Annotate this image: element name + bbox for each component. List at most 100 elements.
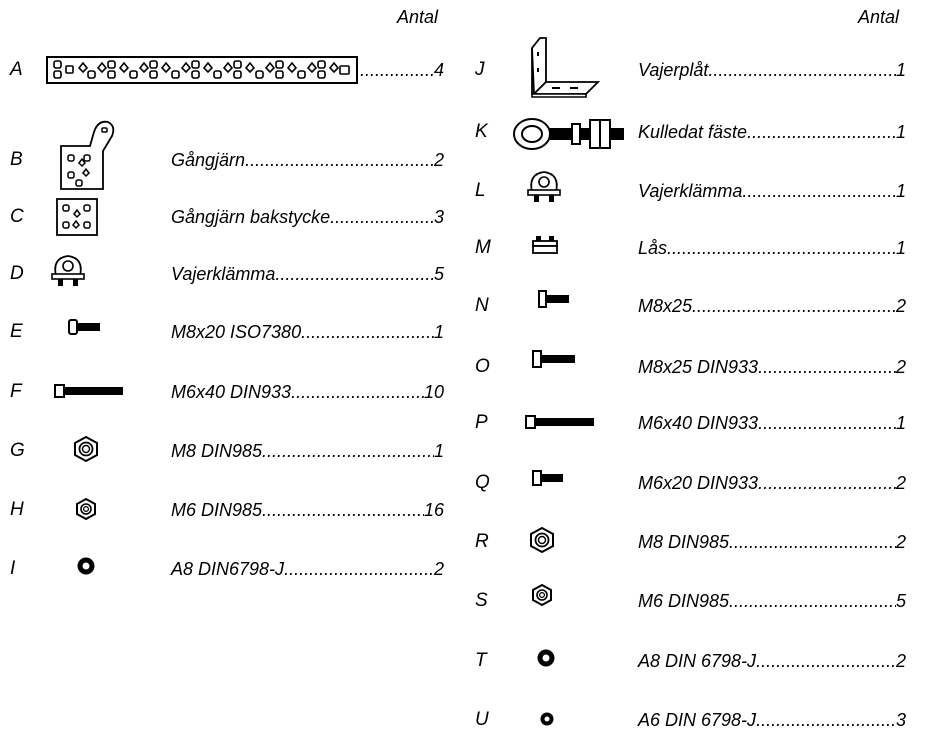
tooth-washer-icon [537,649,555,667]
wire-clamp-icon [51,255,85,286]
item-label-k: Kulledat fäste 1 [638,121,906,143]
item-letter-d: D [10,263,24,284]
item-label-j: Vajerplåt 1 [638,59,906,81]
item-quantity: 3 [895,710,906,730]
short-bolt-icon [532,470,563,486]
left-column-header: Antal [397,7,439,27]
wire-clamp-icon [527,171,561,202]
bolt-icon [532,350,575,368]
item-letter-s: S [475,590,488,611]
item-label-d: Vajerklämma 5 [171,263,444,285]
item-label-h: M6 DIN985 16 [171,499,444,521]
item-name: Gångjärn [171,150,246,170]
item-name: A8 DIN6798-J [171,559,285,579]
item-name: M6x40 DIN933 [638,413,759,433]
item-quantity: 1 [895,181,906,201]
item-name: Vajerklämma [171,264,276,284]
item-label-i: A8 DIN6798-J 2 [171,558,444,580]
item-name: Kulledat fäste [638,122,748,142]
item-letter-j: J [475,59,485,80]
item-letter-o: O [475,356,490,377]
item-quantity: 1 [433,322,444,342]
lock-icon [532,236,558,254]
item-letter-a: A [10,59,23,80]
item-name: A6 DIN 6798-J [638,710,757,730]
lock-nut-icon [530,526,554,554]
item-quantity: 2 [895,651,906,671]
hinge-back-plate-icon [56,198,98,236]
item-label-r: M8 DIN9852 [638,531,906,553]
item-letter-p: P [475,412,488,433]
item-quantity: 1 [433,441,444,461]
item-label-p: M6x40 DIN933 1 [638,412,906,434]
long-bolt-icon [525,415,594,429]
button-head-bolt-icon [68,319,100,335]
item-label-f: M6x40 DIN933 10 [171,381,444,403]
item-letter-g: G [10,440,25,461]
item-name: M6x20 DIN933 [638,473,759,493]
item-name: M8 DIN985 [638,532,730,552]
item-name: M8 DIN985 [171,441,263,461]
item-label-e: M8x20 ISO7380 1 [171,321,444,343]
item-letter-r: R [475,531,489,552]
item-name: Lås [638,238,668,258]
bolt-icon [538,290,569,308]
item-name: Vajerklämma [638,181,743,201]
item-letter-e: E [10,321,23,342]
item-quantity: 16 [423,500,444,520]
tooth-washer-icon [77,557,95,575]
item-quantity: 1 [895,413,906,433]
item-name: M6 DIN985 [171,500,263,520]
item-quantity: 5 [433,264,444,284]
item-letter-k: K [475,121,488,142]
item-name: A8 DIN 6798-J [638,651,757,671]
item-letter-b: B [10,149,23,170]
item-label-a: 4 [360,59,444,81]
item-label-u: A6 DIN 6798-J 3 [638,709,906,731]
item-quantity: 2 [433,150,444,170]
item-label-c: Gångjärn bakstycke 3 [171,206,444,228]
item-label-o: M8x25 DIN933 2 [638,356,906,378]
item-label-l: Vajerklämma 1 [638,180,906,202]
item-label-s: M6 DIN985 5 [638,590,906,612]
item-letter-c: C [10,206,24,227]
item-name: Gångjärn bakstycke [171,207,331,227]
item-quantity: 1 [895,60,906,80]
angle-bracket-icon [531,37,601,98]
item-label-b: Gångjärn 2 [171,149,444,171]
item-letter-t: T [475,650,487,671]
item-name: M6x40 DIN933 [171,382,292,402]
item-name: Vajerplåt [638,60,709,80]
item-name: M8x25 DIN933 [638,357,759,377]
item-label-m: Lås1 [638,237,906,259]
lock-nut-icon [74,435,98,463]
right-column-header: Antal [858,7,900,27]
item-name: M8x20 ISO7380 [171,322,302,342]
item-letter-m: M [475,237,491,258]
item-name: M8x25 [638,296,693,316]
item-quantity: 2 [895,357,906,377]
tooth-washer-small-icon [540,712,554,726]
item-quantity: 1 [895,122,906,142]
item-label-t: A8 DIN 6798-J 2 [638,650,906,672]
long-bolt-icon [54,384,123,398]
lock-nut-small-icon [532,583,552,607]
item-letter-u: U [475,709,489,730]
item-quantity: 10 [423,382,444,402]
item-name: M6 DIN985 [638,591,730,611]
item-label-q: M6x20 DIN933 2 [638,472,906,494]
item-label-g: M8 DIN985 1 [171,440,444,462]
item-quantity: 2 [895,473,906,493]
item-quantity: 2 [895,296,906,316]
ball-joint-mount-icon [513,118,624,150]
lock-nut-small-icon [76,497,96,521]
hinge-icon [60,120,115,190]
item-quantity: 3 [433,207,444,227]
item-letter-l: L [475,180,486,201]
item-quantity: 5 [895,591,906,611]
item-letter-q: Q [475,472,490,493]
item-quantity: 2 [433,559,444,579]
item-letter-n: N [475,295,489,316]
item-letter-h: H [10,499,24,520]
perforated-strip-icon [46,56,358,84]
